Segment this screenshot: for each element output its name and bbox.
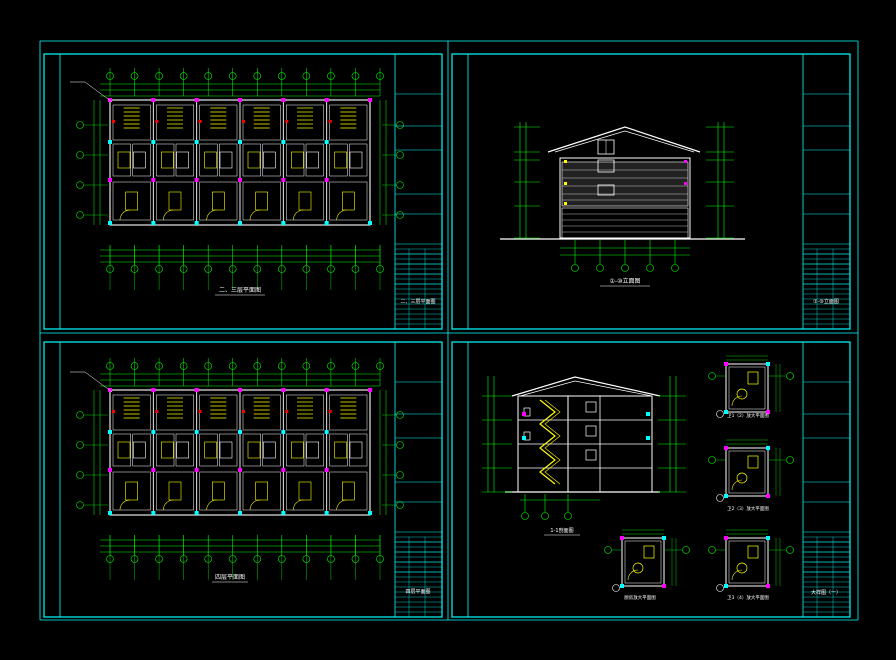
detail-caption: 卫1（2）放大平面图 [727, 412, 769, 419]
title-block-label: 二、三层平面图 [400, 299, 435, 305]
title-block-label: ①-⑩立面图 [813, 298, 839, 305]
drawing-caption: 二、三层平面图 [219, 287, 261, 294]
binding-margin [43, 53, 61, 330]
sheet-elevation: ①-⑩立面图 ①-⑩立面图 [451, 53, 851, 330]
title-block [394, 53, 443, 330]
title-block [394, 341, 443, 618]
title-block [802, 341, 851, 618]
title-block-label: 大样图（一） [811, 589, 841, 596]
sheet-section-details: 1-1剖面图 卫1（2）放大平面图 卫2（3）放大平面图 厨房放大平面图 卫3（… [451, 341, 851, 618]
floor-plan-drawing [70, 68, 404, 290]
sheet-floor-plan-2-3: 二、三层平面图 二、三层平面图 [43, 53, 443, 330]
detail-caption: 卫2（3）放大平面图 [727, 505, 769, 512]
floor-plan-drawing [70, 358, 404, 580]
sheet-floor-plan-4: 四层平面图 四层平面图 [43, 341, 443, 618]
layout-guides [39, 40, 859, 621]
detail-toilet-1 [708, 355, 794, 418]
detail-caption: 厨房放大平面图 [624, 594, 656, 601]
elevation-drawing [500, 122, 745, 272]
title-block [802, 53, 851, 330]
section-drawing [482, 376, 686, 520]
detail-toilet-3 [708, 529, 794, 592]
binding-margin [451, 53, 469, 330]
drawing-caption: 四层平面图 [215, 574, 245, 581]
binding-margin [43, 341, 61, 618]
binding-margin [451, 341, 469, 618]
detail-kitchen [604, 529, 690, 592]
drawing-caption: ①-⑩立面图 [610, 277, 641, 285]
title-block-label: 四层平面图 [405, 589, 430, 595]
detail-toilet-2 [708, 439, 794, 502]
detail-caption: 卫3（4）放大平面图 [727, 594, 769, 601]
drawing-caption: 1-1剖面图 [550, 527, 573, 534]
